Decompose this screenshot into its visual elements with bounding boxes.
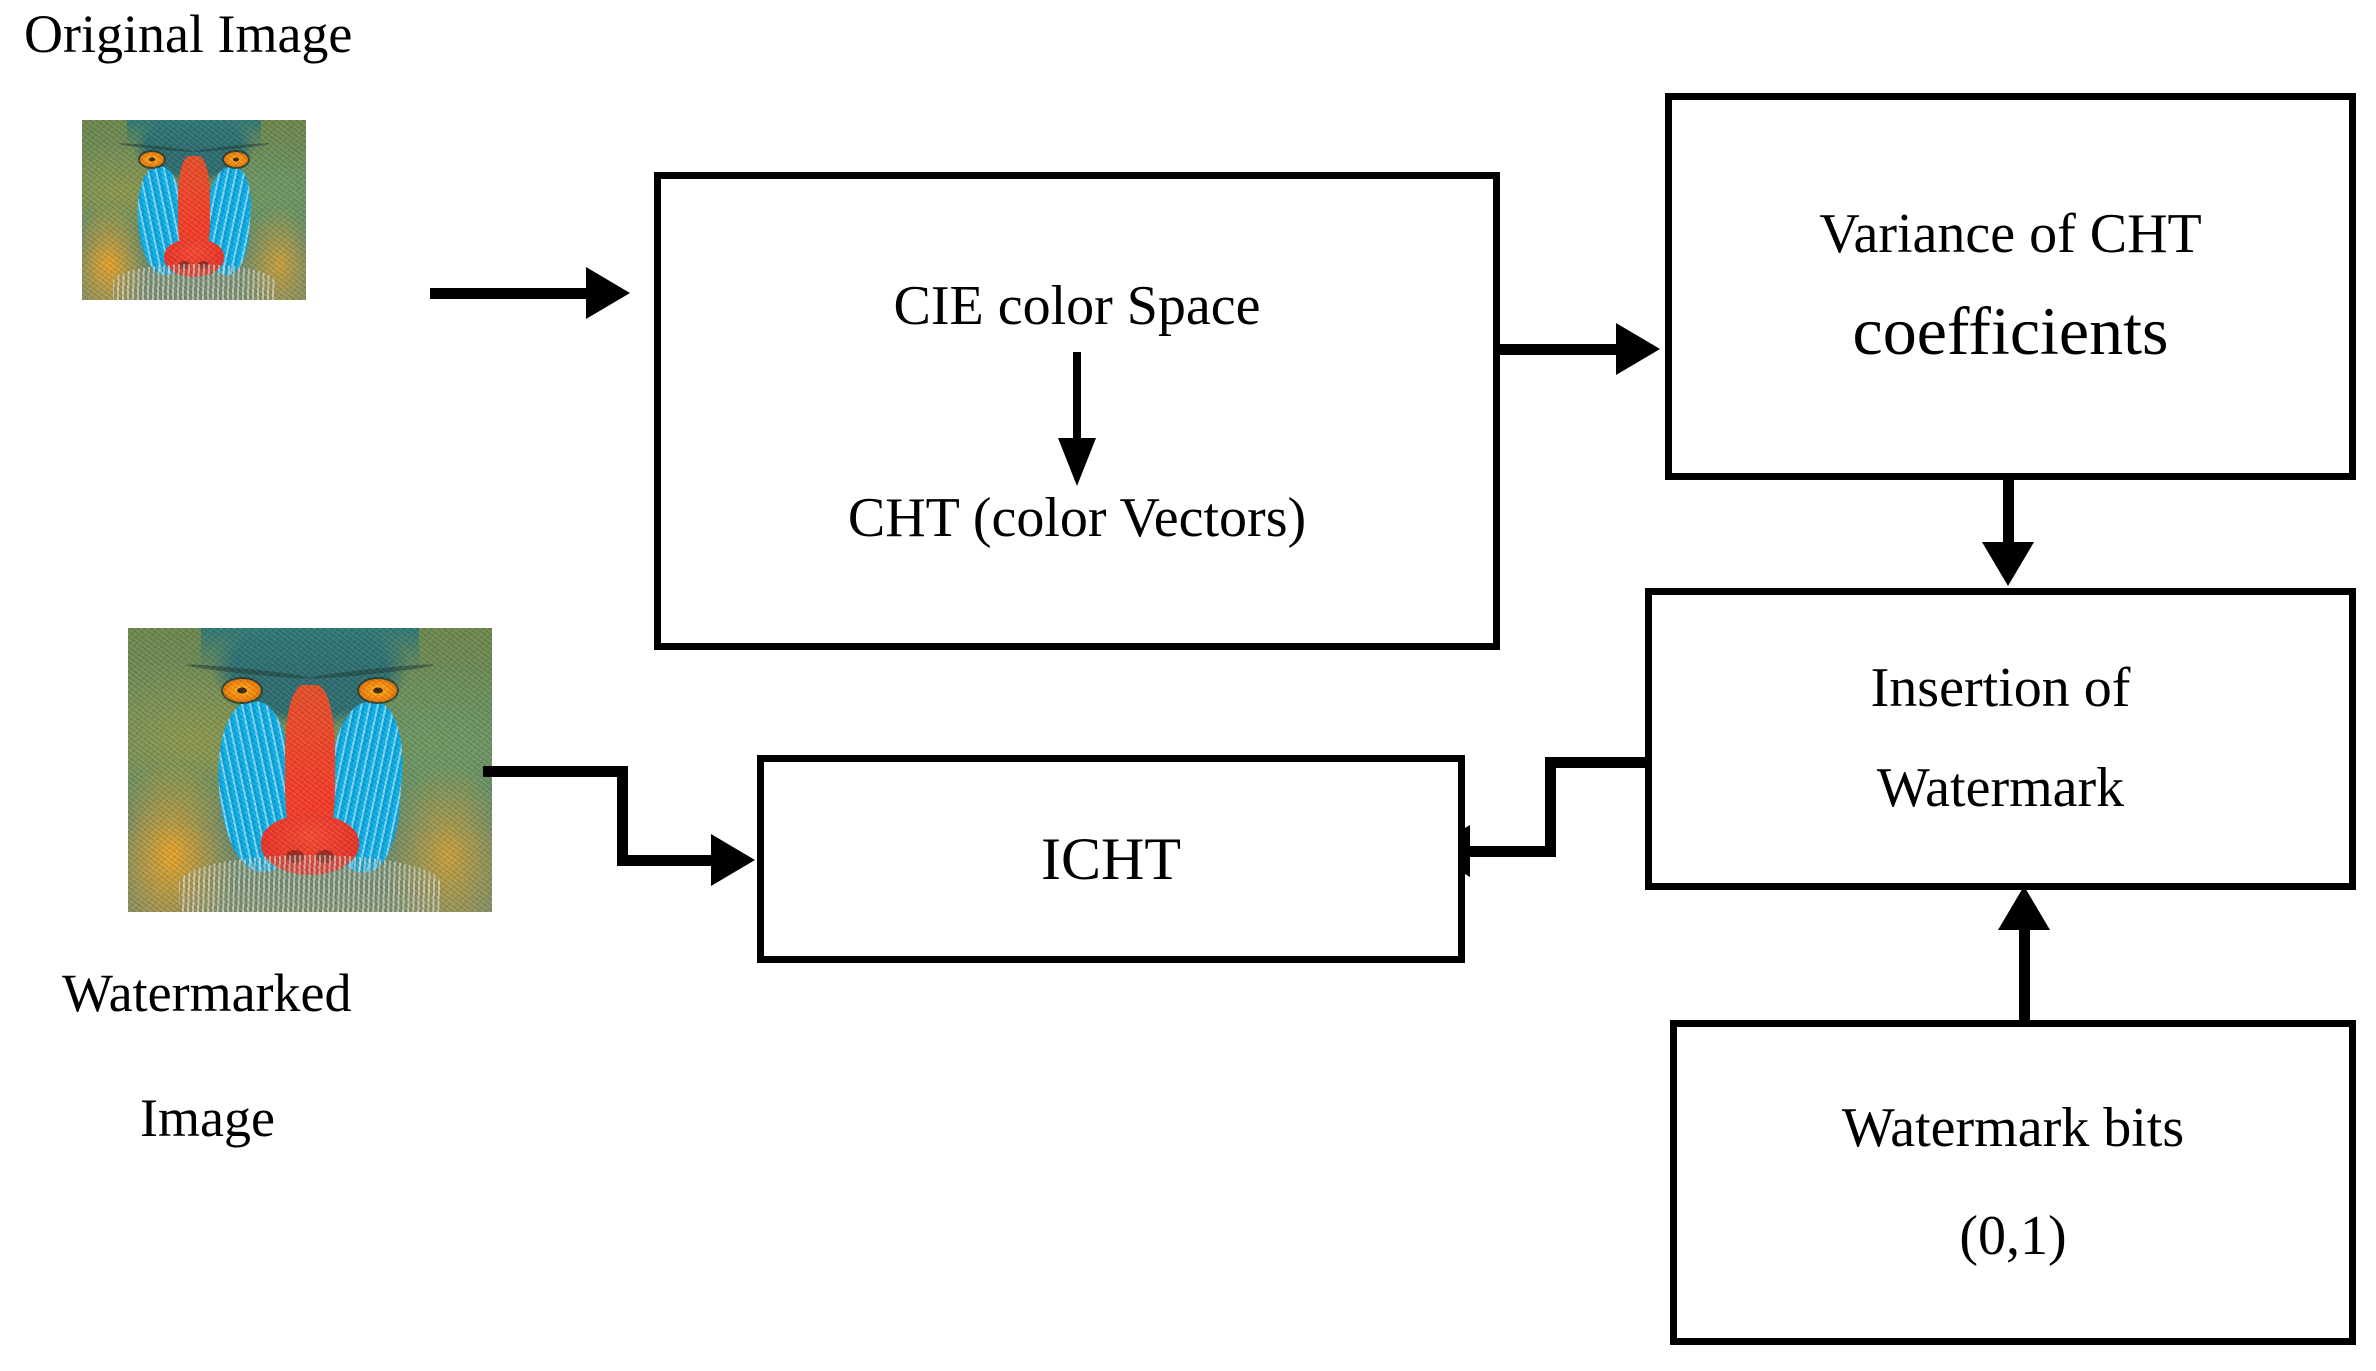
photo-eye-left bbox=[222, 678, 261, 703]
inner-arrow-shaft bbox=[1073, 352, 1081, 444]
photo-beard bbox=[178, 855, 442, 912]
box-cie-line2: CHT (color Vectors) bbox=[847, 487, 1307, 549]
watermarked-image-thumbnail bbox=[128, 628, 492, 912]
photo-eye-left bbox=[140, 152, 164, 168]
box-cie-line1: CIE color Space bbox=[893, 275, 1261, 338]
original-image-label: Original Image bbox=[24, 4, 353, 64]
box-watermark-bits-line2: (0,1) bbox=[1959, 1204, 2067, 1267]
arrowhead-bits-to-insertion bbox=[1998, 886, 2050, 930]
watermarked-image-label-line1: Watermarked bbox=[62, 963, 352, 1023]
arrowhead-image-to-icht bbox=[711, 834, 755, 886]
inner-arrow-wrap bbox=[661, 338, 1493, 488]
box-variance-of-cht-coefficients: Variance of CHT coefficients bbox=[1665, 93, 2356, 480]
photo-eye-right bbox=[359, 678, 398, 703]
arrowhead-original-to-cie bbox=[586, 267, 630, 319]
photo-crown bbox=[200, 628, 420, 674]
photo-crown bbox=[126, 120, 262, 149]
connector-cie-to-variance bbox=[1500, 344, 1618, 355]
watermarked-image-label-line2: Image bbox=[140, 1088, 275, 1148]
box-variance-line2: coefficients bbox=[1852, 292, 2169, 369]
original-image-thumbnail bbox=[82, 120, 306, 300]
box-variance-line1: Variance of CHT bbox=[1819, 203, 2202, 266]
photo-eye-right bbox=[224, 152, 248, 168]
photo-fur-texture bbox=[128, 628, 492, 912]
box-insertion-of-watermark: Insertion of Watermark bbox=[1645, 588, 2356, 890]
connector-bits-to-insertion bbox=[2019, 930, 2030, 1026]
photo-eye-band bbox=[128, 662, 492, 713]
box-icht: ICHT bbox=[757, 755, 1465, 963]
box-cie-color-space: CIE color Space CHT (color Vectors) bbox=[654, 172, 1500, 650]
connector-variance-to-insertion bbox=[2003, 480, 2014, 546]
box-insertion-line2: Watermark bbox=[1876, 757, 2125, 819]
connector-insertion-to-icht-seg-h-top bbox=[1545, 757, 1650, 768]
box-insertion-line1: Insertion of bbox=[1870, 657, 2131, 720]
photo-eye-band bbox=[82, 141, 306, 174]
arrowhead-cie-to-variance bbox=[1616, 323, 1660, 375]
connector-image-to-icht-seg-h-bottom bbox=[617, 855, 715, 866]
box-watermark-bits-line1: Watermark bits bbox=[1841, 1096, 2185, 1159]
arrowhead-variance-to-insertion bbox=[1982, 542, 2034, 586]
inner-arrow-head-down bbox=[1058, 438, 1096, 486]
photo-fur-texture bbox=[82, 120, 306, 300]
connector-original-to-cie bbox=[430, 288, 590, 299]
connector-insertion-to-icht-seg-h-bottom bbox=[1468, 846, 1556, 857]
photo-beard bbox=[113, 264, 275, 300]
connector-image-to-icht-seg-h-top bbox=[483, 766, 628, 777]
connector-image-to-icht-seg-v bbox=[617, 766, 628, 866]
box-watermark-bits: Watermark bits (0,1) bbox=[1670, 1020, 2356, 1345]
connector-insertion-to-icht-seg-v bbox=[1545, 757, 1556, 857]
box-icht-line1: ICHT bbox=[1041, 826, 1181, 892]
